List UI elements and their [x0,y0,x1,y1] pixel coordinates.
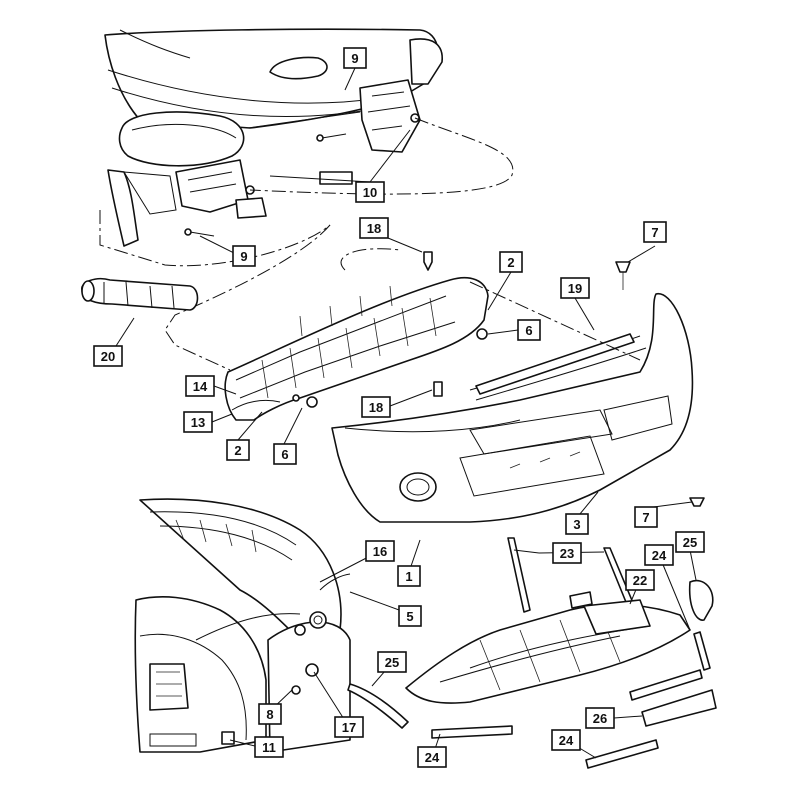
callout-18-top: 18 [359,217,389,239]
callout-11: 11 [254,736,284,758]
callout-9-mid: 9 [232,245,256,267]
callout-22: 22 [625,569,655,591]
callout-20: 20 [93,345,123,367]
callout-2-low: 2 [226,439,250,461]
callout-label: 23 [560,546,574,561]
callout-26: 26 [585,707,615,729]
callout-label: 22 [633,573,647,588]
callout-24-low: 24 [551,729,581,751]
callout-label: 6 [525,323,532,338]
callout-6-low: 6 [273,443,297,465]
callout-3: 3 [565,513,589,535]
callout-label: 24 [425,750,440,765]
callout-label: 8 [266,707,273,722]
callout-label: 7 [642,510,649,525]
callout-label: 18 [369,400,383,415]
energy-absorber [224,251,489,421]
front-fascia [331,261,705,523]
callout-19: 19 [560,277,590,299]
callout-17: 17 [334,716,364,738]
callout-label: 10 [363,185,377,200]
callout-label: 2 [507,255,514,270]
callout-label: 1 [405,569,412,584]
callout-label: 3 [573,517,580,532]
callout-8: 8 [258,703,282,725]
callout-label: 9 [351,51,358,66]
air-duct [81,277,199,311]
callout-16: 16 [365,540,395,562]
callout-7-low: 7 [634,506,658,528]
callout-label: 14 [193,379,208,394]
callout-24-mid: 24 [417,746,447,768]
callout-14: 14 [185,375,215,397]
callout-label: 16 [373,544,387,559]
callout-6-right: 6 [517,319,541,341]
callout-10: 10 [355,181,385,203]
callout-label: 25 [683,535,697,550]
callout-18-mid: 18 [361,396,391,418]
callout-25-top: 25 [675,531,705,553]
callout-2-top: 2 [499,251,523,273]
callout-9-top: 9 [343,47,367,69]
callout-label: 25 [385,655,399,670]
lower-shields [347,537,717,769]
callout-13: 13 [183,411,213,433]
callout-23: 23 [552,542,582,564]
callout-24-top: 24 [644,544,674,566]
wheelhouse-view [134,498,351,753]
callout-label: 17 [342,720,356,735]
callout-1: 1 [397,565,421,587]
callout-label: 7 [651,225,658,240]
callout-label: 24 [652,548,667,563]
callout-label: 19 [568,281,582,296]
callout-label: 13 [191,415,205,430]
callout-label: 6 [281,447,288,462]
callout-label: 11 [262,740,276,755]
callout-label: 5 [406,609,413,624]
callout-label: 26 [593,711,607,726]
callout-5: 5 [398,605,422,627]
callout-label: 18 [367,221,381,236]
callout-7-top: 7 [643,221,667,243]
callout-label: 20 [101,349,115,364]
callout-label: 24 [559,733,574,748]
callout-25-low: 25 [377,651,407,673]
callout-label: 2 [234,443,241,458]
callout-label: 9 [240,249,247,264]
